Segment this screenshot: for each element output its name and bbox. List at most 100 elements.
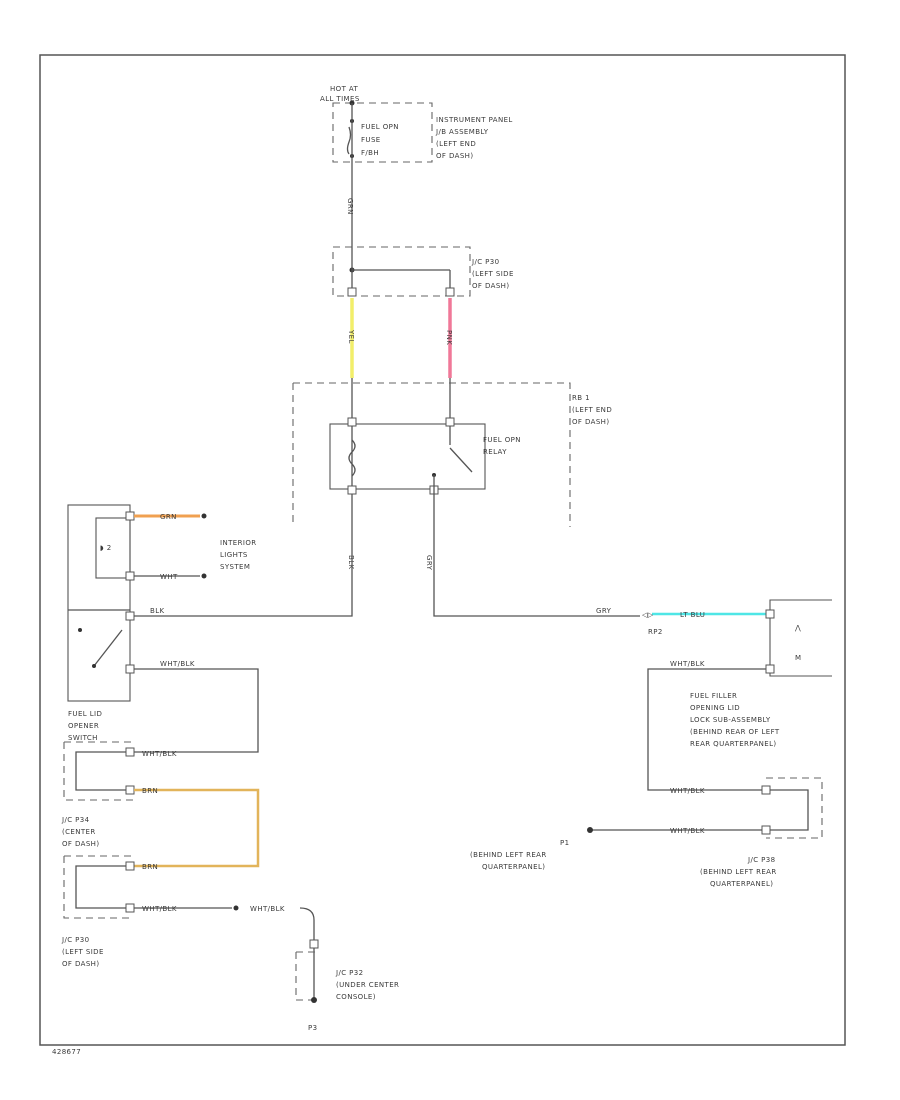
jc-center-pin-1 (125, 747, 135, 757)
jc-left-outline (63, 855, 134, 919)
switch-contact-a (78, 628, 82, 632)
switch-inner-lamp-box (95, 517, 131, 579)
rb1-label-2: (LEFT END (572, 406, 612, 414)
switch-pin-4 (125, 664, 135, 674)
jc-center-pin-2 (125, 785, 135, 795)
jc-left-loop (75, 865, 126, 909)
ground-p1-label-2: (BEHIND LEFT REAR (470, 851, 547, 859)
jc-left-pin-2 (125, 903, 135, 913)
fuel-opn-relay-box (329, 423, 486, 490)
fuel-lid-opener-switch-box (67, 504, 131, 702)
jc-rear-label-1: J/C P38 (747, 856, 775, 864)
rb1-label-3: OF DASH) (572, 418, 609, 426)
jc-center-outline (63, 741, 134, 801)
jc-top-label-2: (LEFT SIDE (472, 270, 514, 278)
jc-top-pin-right (445, 287, 455, 297)
jc-left-pin-1 (125, 861, 135, 871)
jc-rear-label-2: (BEHIND LEFT REAR (700, 868, 777, 876)
rb1-outline (292, 382, 571, 527)
relay-label-2: RELAY (483, 448, 507, 456)
wire-label-brn-center: BRN (142, 787, 158, 795)
relay-contact-arm (449, 447, 473, 473)
white-wire-end (201, 573, 207, 579)
instrument-panel-label-2: J/B ASSEMBLY (435, 128, 489, 136)
brown-wire (134, 788, 260, 868)
wire-label-gry-relay: GRY (425, 555, 433, 571)
fuel-filler-label-2: OPENING LID (690, 704, 740, 712)
switch-label-2: OPENER (68, 722, 99, 730)
jc-top-label-3: OF DASH) (472, 282, 509, 290)
switch-contact-b (92, 664, 96, 668)
jc-console-label-3: CONSOLE) (336, 993, 376, 1001)
fuel-opn-fuse-label-2: FUSE (361, 136, 381, 144)
switch-inner-lamp-symbol: ◗ 2 (100, 544, 112, 552)
wire-label-wht-blk-center: WHT/BLK (142, 750, 177, 758)
jc-left-label-1: J/C P30 (61, 936, 89, 944)
fuse-symbol (346, 126, 352, 155)
connector-rp2-symbol: ◁▷ (642, 611, 654, 619)
jc-console-label-2: (UNDER CENTER (336, 981, 399, 989)
instrument-panel-label-1: INSTRUMENT PANEL (436, 116, 513, 124)
wire-label-grn-top: GRN (346, 198, 354, 215)
diagram-frame (39, 54, 846, 1046)
jc-rear-pin-1 (761, 785, 771, 795)
instrument-panel-jb-outline (332, 102, 433, 163)
jc-console-outline (295, 951, 316, 1001)
fuel-opn-fuse-label-1: FUEL OPN (361, 123, 399, 131)
corner-code: 428677 (52, 1048, 81, 1056)
wire-label-gry: GRY (596, 607, 612, 615)
jc-console-pin (309, 939, 319, 949)
fuel-filler-pin-1 (765, 609, 775, 619)
wire-label-wht-switch: WHT (160, 573, 178, 581)
jc-top-outline (332, 246, 471, 297)
jc-top-label-1: J/C P30 (471, 258, 499, 266)
wire-label-wht-blk-switch: WHT/BLK (160, 660, 195, 668)
ground-p1-label-3: QUARTERPANEL) (482, 863, 545, 871)
relay-label-1: FUEL OPN (483, 436, 521, 444)
jc-center-loop (75, 751, 126, 791)
rb1-label-1: RB 1 (572, 394, 590, 402)
jc-console-label-1: J/C P32 (335, 969, 363, 977)
fuel-filler-label-1: FUEL FILLER (690, 692, 737, 700)
fuel-filler-label-5: REAR QUARTERPANEL) (690, 740, 777, 748)
switch-pin-1 (125, 511, 135, 521)
fuel-filler-lock-box (769, 599, 832, 677)
wire-label-grn-switch: GRN (160, 513, 177, 521)
ground-p3-symbol (311, 997, 317, 1003)
orange-wire-end (201, 513, 207, 519)
fuel-opn-fuse-label-3: F/BH (361, 149, 379, 157)
wire-label-blk-switch: BLK (150, 607, 165, 615)
jc-top-pin-left (347, 287, 357, 297)
relay-pin-left-top (347, 417, 357, 427)
fuel-filler-symbol-bottom: M (795, 654, 801, 662)
instrument-panel-label-3: (LEFT END (436, 140, 476, 148)
interior-lights-label-1: INTERIOR (220, 539, 257, 547)
interior-lights-label-2: LIGHTS (220, 551, 248, 559)
jc-center-label-2: (CENTER (62, 828, 96, 836)
wire-to-console (299, 907, 315, 1000)
wht-blk-wire-rear (647, 668, 766, 791)
wire-label-yel: YEL (347, 329, 355, 344)
switch-pin-2 (125, 571, 135, 581)
hot-at-label: HOT AT (330, 85, 359, 93)
wire-label-wht-blk-left: WHT/BLK (142, 905, 177, 913)
jc-center-label-3: OF DASH) (62, 840, 99, 848)
wire-label-blk-relay: BLK (347, 555, 355, 570)
wht-blk-left-dot (233, 905, 239, 911)
switch-pin-3 (125, 611, 135, 621)
jc-center-label-1: J/C P34 (61, 816, 90, 824)
relay-pin-left-bottom (347, 485, 357, 495)
fuel-filler-label-3: LOCK SUB-ASSEMBLY (690, 716, 771, 724)
all-times-label: ALL TIMES (320, 95, 360, 103)
switch-label-3: SWITCH (68, 734, 98, 742)
jc-rear-label-3: QUARTERPANEL) (710, 880, 773, 888)
instrument-panel-label-4: OF DASH) (436, 152, 473, 160)
wire-label-wht-blk-rear-mid: WHT/BLK (670, 787, 705, 795)
switch-label-1: FUEL LID (68, 710, 102, 718)
wht-blk-wire-switch (134, 668, 259, 753)
gry-wire (433, 612, 640, 617)
wire-label-brn-left: BRN (142, 863, 158, 871)
black-wire-switch (134, 612, 353, 617)
interior-lights-label-3: SYSTEM (220, 563, 250, 571)
